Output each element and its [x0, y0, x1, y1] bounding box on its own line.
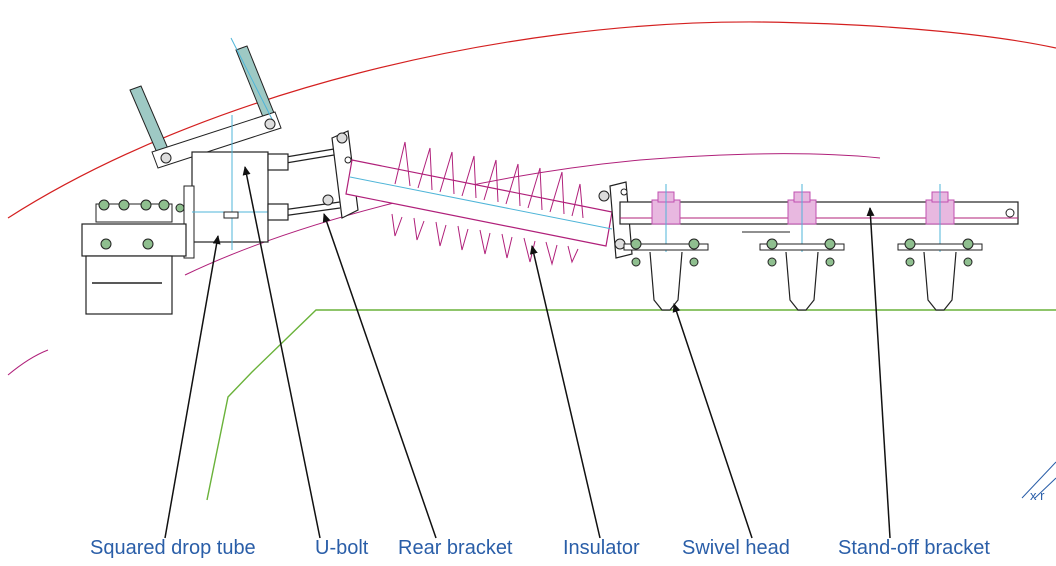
- magenta-clearance-arc: [184, 153, 881, 276]
- swivel-head-1: [623, 184, 709, 311]
- leader-swivel-head: [672, 303, 753, 539]
- label-insulator: Insulator: [563, 537, 640, 559]
- green-profile-line: [206, 309, 1056, 501]
- stand-off-bracket-beam: [619, 201, 1019, 225]
- label-rear-bracket: Rear bracket: [398, 537, 513, 559]
- swivel-head-3: [897, 184, 983, 311]
- label-squared-drop-tube: Squared drop tube: [90, 537, 256, 559]
- leader-u-bolt: [242, 166, 321, 539]
- red-clearance-arc: [7, 21, 1056, 219]
- corner-blue-lines: [1021, 461, 1056, 499]
- corner-mark: x r: [1030, 488, 1045, 503]
- leader-rear-bracket: [322, 213, 437, 539]
- junction-box: [81, 199, 187, 315]
- leader-squared-drop-tube: [164, 235, 221, 539]
- upper-angled-struts: [129, 37, 282, 169]
- label-stand-off-bracket: Stand-off bracket: [838, 537, 990, 559]
- label-swivel-head: Swivel head: [682, 537, 790, 559]
- leader-stand-off-bracket: [866, 207, 891, 539]
- swivel-head-2: [742, 184, 845, 311]
- u-bolt-clamps: [267, 147, 341, 221]
- label-u-bolt: U-bolt: [315, 537, 369, 559]
- magenta-lower-arc: [7, 349, 49, 376]
- squared-drop-tube-body: [183, 115, 282, 259]
- leader-insulator: [529, 245, 601, 539]
- insulator-body: [345, 141, 613, 266]
